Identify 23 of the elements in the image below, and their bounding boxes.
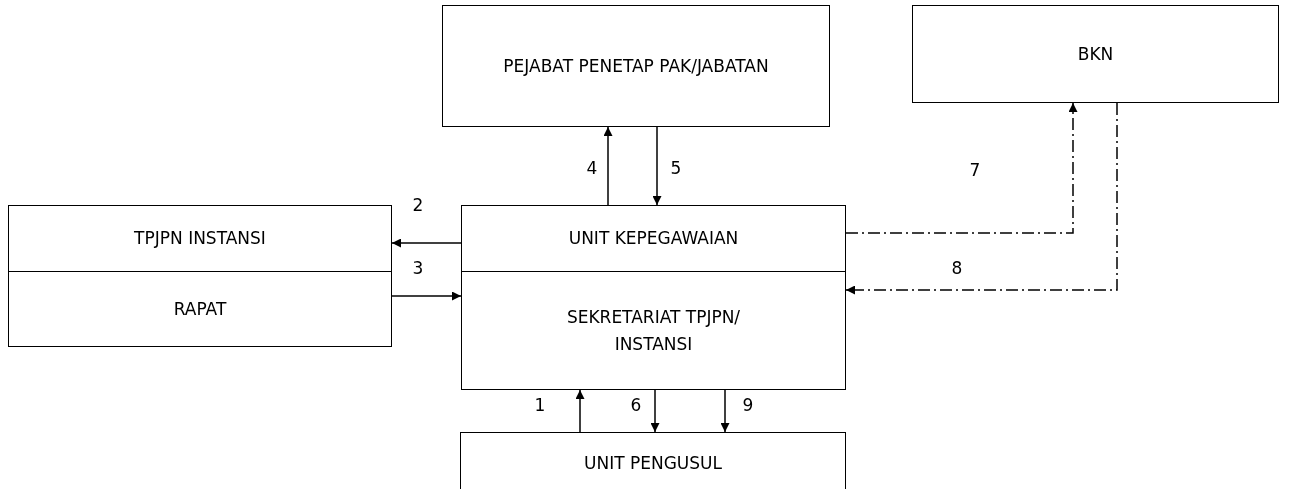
arrow <box>720 389 730 433</box>
process-box <box>461 205 846 272</box>
arrow <box>650 389 660 433</box>
box-label: UNIT KEPEGAWAIAN <box>568 227 739 251</box>
arrow <box>575 389 585 433</box>
process-box <box>461 271 846 390</box>
box-label: TPJPN INSTANSI <box>134 227 266 251</box>
arrow <box>391 291 462 301</box>
process-box <box>460 432 846 489</box>
arrow <box>603 126 613 206</box>
arrow <box>652 126 662 206</box>
dash-dot-arrow <box>845 102 1078 234</box>
box-label: BKN <box>1077 42 1114 66</box>
process-box <box>912 5 1279 103</box>
box-label: RAPAT <box>173 297 227 321</box>
process-box <box>442 5 830 127</box>
box-label: PEJABAT PENETAP PAK/JABATAN <box>503 54 769 78</box>
process-box <box>8 205 392 272</box>
process-box <box>8 271 392 347</box>
box-label: UNIT PENGUSUL <box>584 451 722 475</box>
box-label: SEKRETARIAT TPJPN/ INSTANSI <box>565 306 742 356</box>
arrow <box>391 238 462 248</box>
dash-dot-arrow <box>845 102 1118 295</box>
